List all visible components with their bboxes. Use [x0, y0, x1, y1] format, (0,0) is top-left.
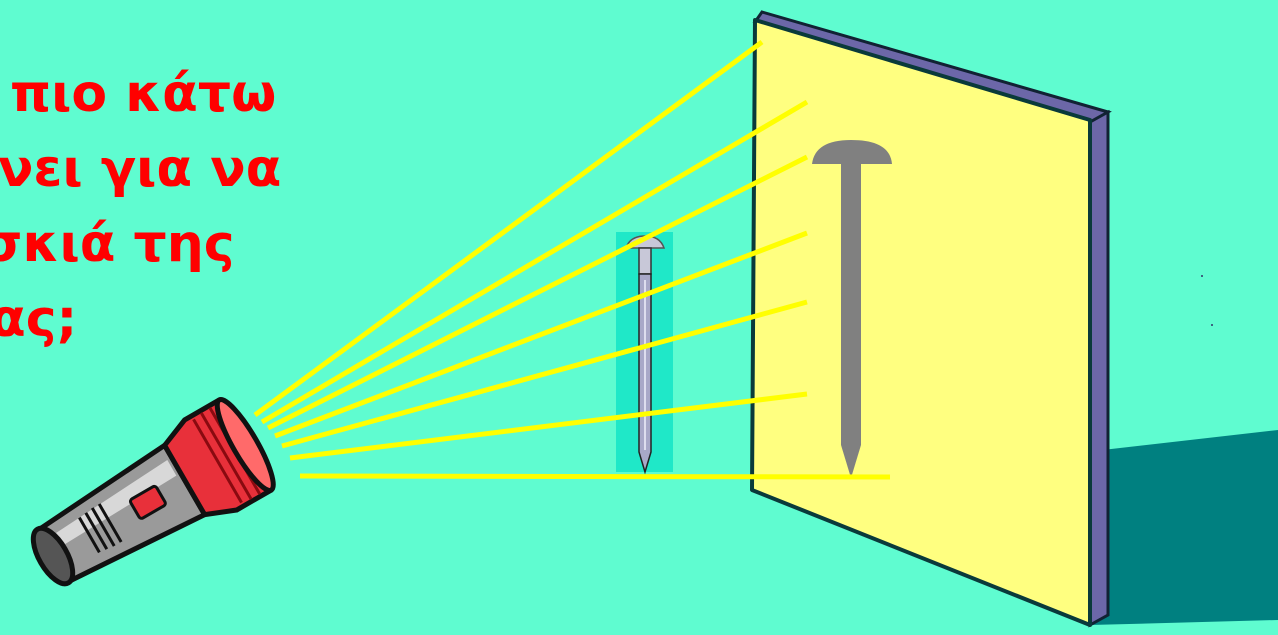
floor-shadow — [1085, 430, 1278, 625]
light-beam-3 — [268, 157, 807, 428]
light-beam-6 — [290, 394, 807, 458]
screen-front — [752, 20, 1090, 625]
screen-side-edge — [1090, 112, 1108, 625]
light-beam-7 — [300, 476, 890, 477]
flashlight-icon — [15, 394, 282, 608]
nail-neck — [639, 248, 651, 274]
nail-shadow-shank — [841, 164, 861, 478]
light-beam-1 — [255, 42, 762, 415]
